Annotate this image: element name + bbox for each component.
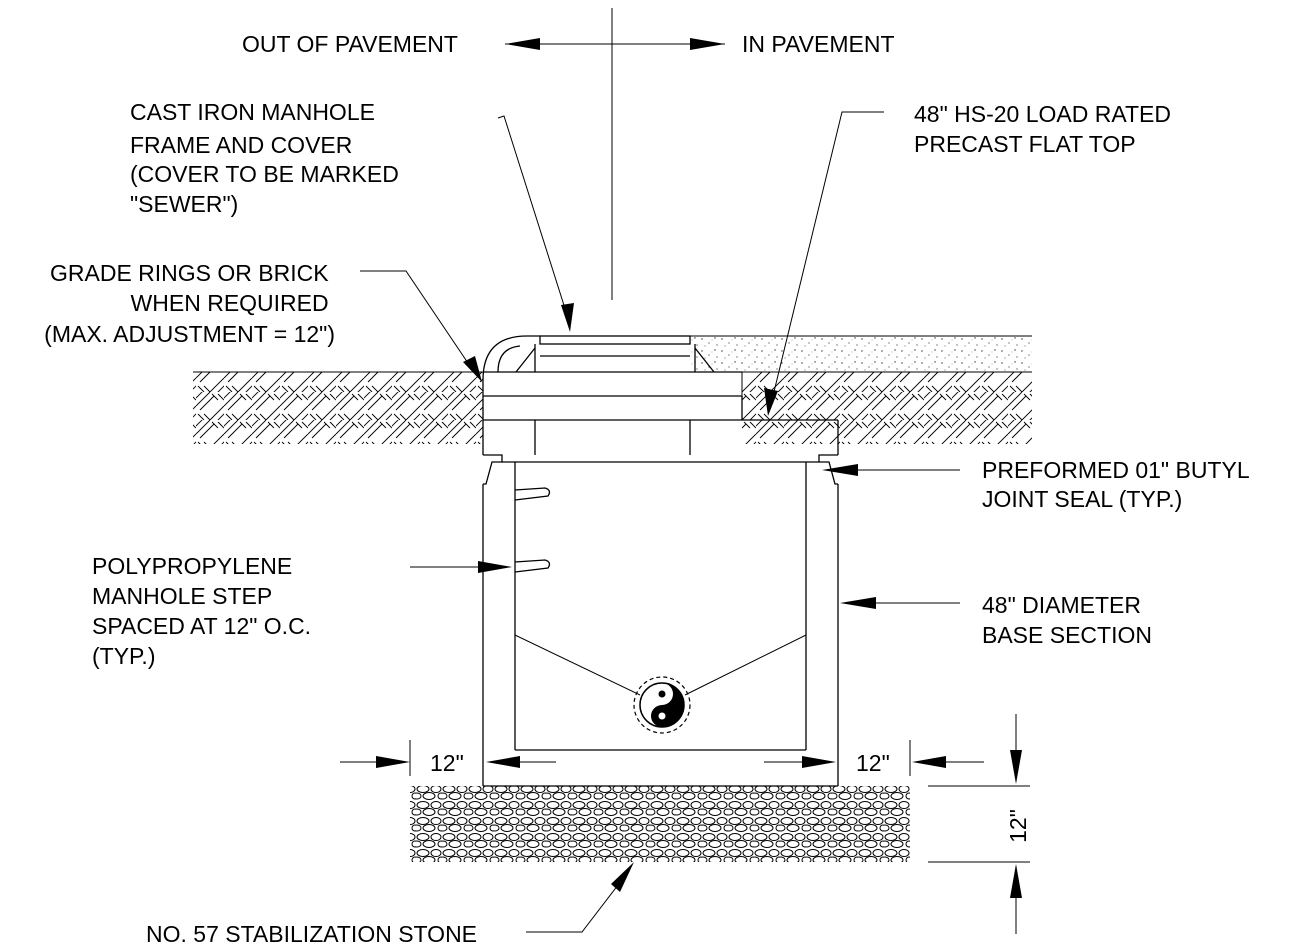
out-of-pavement-label: OUT OF PAVEMENT bbox=[242, 31, 458, 57]
base-section-leader bbox=[840, 597, 960, 609]
pavement-divider bbox=[505, 8, 725, 300]
grade-rings-leader bbox=[360, 270, 482, 382]
dim-vertical-label: 12" bbox=[1005, 809, 1031, 843]
joint-seal-leader bbox=[822, 464, 960, 476]
in-pavement-label: IN PAVEMENT bbox=[742, 31, 895, 57]
manhole-step-label: POLYPROPYLENE MANHOLE STEP SPACED AT 12"… bbox=[92, 553, 317, 669]
dimension-left bbox=[340, 740, 556, 776]
stone-leader bbox=[526, 862, 634, 933]
frame-cover-leader bbox=[497, 115, 574, 332]
soil-hatch bbox=[193, 371, 1032, 444]
pavement-layer bbox=[690, 335, 1032, 373]
grade-rings bbox=[482, 335, 838, 421]
precast-structure bbox=[482, 420, 839, 787]
manhole-frame-cover bbox=[515, 335, 715, 455]
stone-label: NO. 57 STABILIZATION STONE bbox=[146, 921, 477, 947]
grade-rings-label: GRADE RINGS OR BRICK WHEN REQUIRED (MAX.… bbox=[44, 260, 335, 347]
frame-cover-label: CAST IRON MANHOLE FRAME AND COVER (COVER… bbox=[130, 99, 405, 217]
flat-top-label: 48" HS-20 LOAD RATED PRECAST FLAT TOP bbox=[914, 101, 1177, 157]
dimension-vertical bbox=[928, 714, 1030, 934]
base-section-label: 48" DIAMETER BASE SECTION bbox=[982, 592, 1152, 648]
dim-right-label: 12" bbox=[856, 750, 890, 776]
manhole-steps bbox=[514, 487, 551, 573]
pipe-symbol bbox=[633, 676, 691, 734]
flat-top-leader bbox=[764, 111, 884, 416]
dim-left-label: 12" bbox=[430, 750, 464, 776]
manhole-step-leader bbox=[410, 561, 512, 573]
joint-seal-label: PREFORMED 01" BUTYL JOINT SEAL (TYP.) bbox=[982, 457, 1255, 512]
stabilization-stone bbox=[410, 786, 910, 862]
dimension-right bbox=[764, 740, 984, 776]
